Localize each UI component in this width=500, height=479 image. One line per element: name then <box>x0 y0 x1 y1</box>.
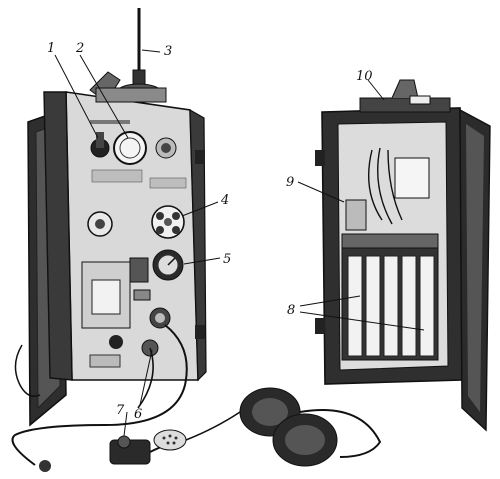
callout-4: 4 <box>220 193 229 208</box>
callout-1: 1 <box>47 41 55 56</box>
transceiver-case <box>43 91 207 382</box>
callout-10: 10 <box>356 69 373 84</box>
callout-8: 8 <box>287 303 295 318</box>
front-panel <box>81 120 187 368</box>
callout-3: 3 <box>164 44 172 59</box>
callout-7: 7 <box>116 403 125 418</box>
callout-6: 6 <box>134 407 142 422</box>
transceiver-unit <box>11 8 207 472</box>
leader-lines <box>54 49 425 437</box>
callout-2: 2 <box>75 41 84 56</box>
battery-unit <box>315 79 491 432</box>
callout-5: 5 <box>223 252 231 267</box>
headphones <box>153 387 382 467</box>
antenna-assembly <box>89 8 167 103</box>
callouts: 1 2 3 4 5 6 7 8 9 10 <box>47 41 373 422</box>
handset-key <box>39 435 187 472</box>
callout-9: 9 <box>286 175 294 190</box>
